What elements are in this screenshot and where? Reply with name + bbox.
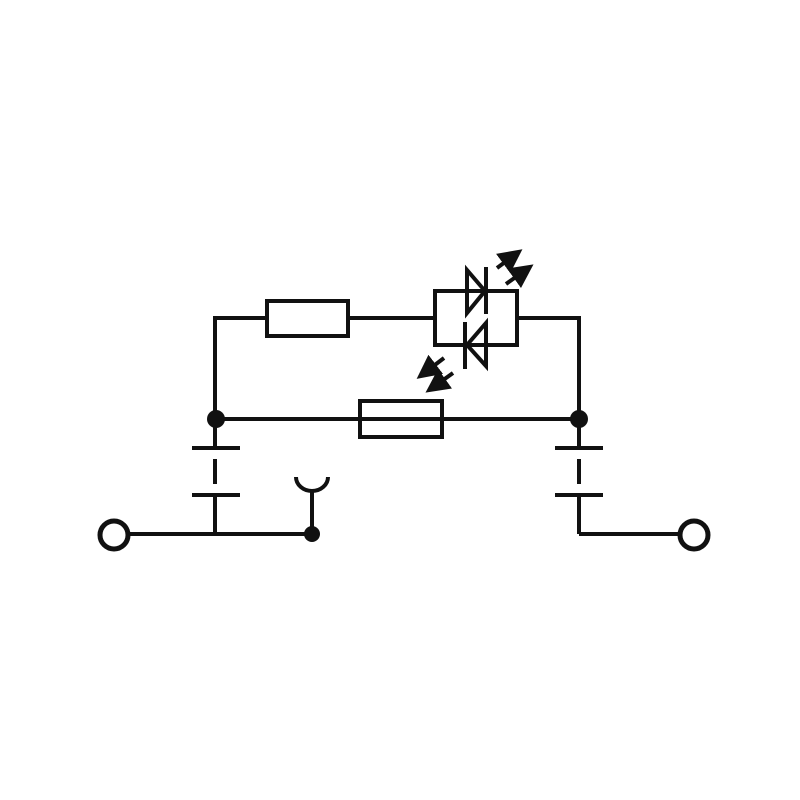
top-branch-wire bbox=[213, 316, 581, 419]
resistor bbox=[265, 299, 350, 338]
right-disconnect bbox=[555, 419, 603, 534]
left-disconnect bbox=[192, 419, 240, 534]
right-terminal bbox=[677, 518, 711, 552]
test-socket bbox=[294, 476, 330, 542]
left-terminal bbox=[97, 518, 131, 552]
led-pair bbox=[416, 249, 534, 393]
light-emission-arrows-icon bbox=[416, 249, 534, 393]
fuse bbox=[358, 399, 444, 439]
